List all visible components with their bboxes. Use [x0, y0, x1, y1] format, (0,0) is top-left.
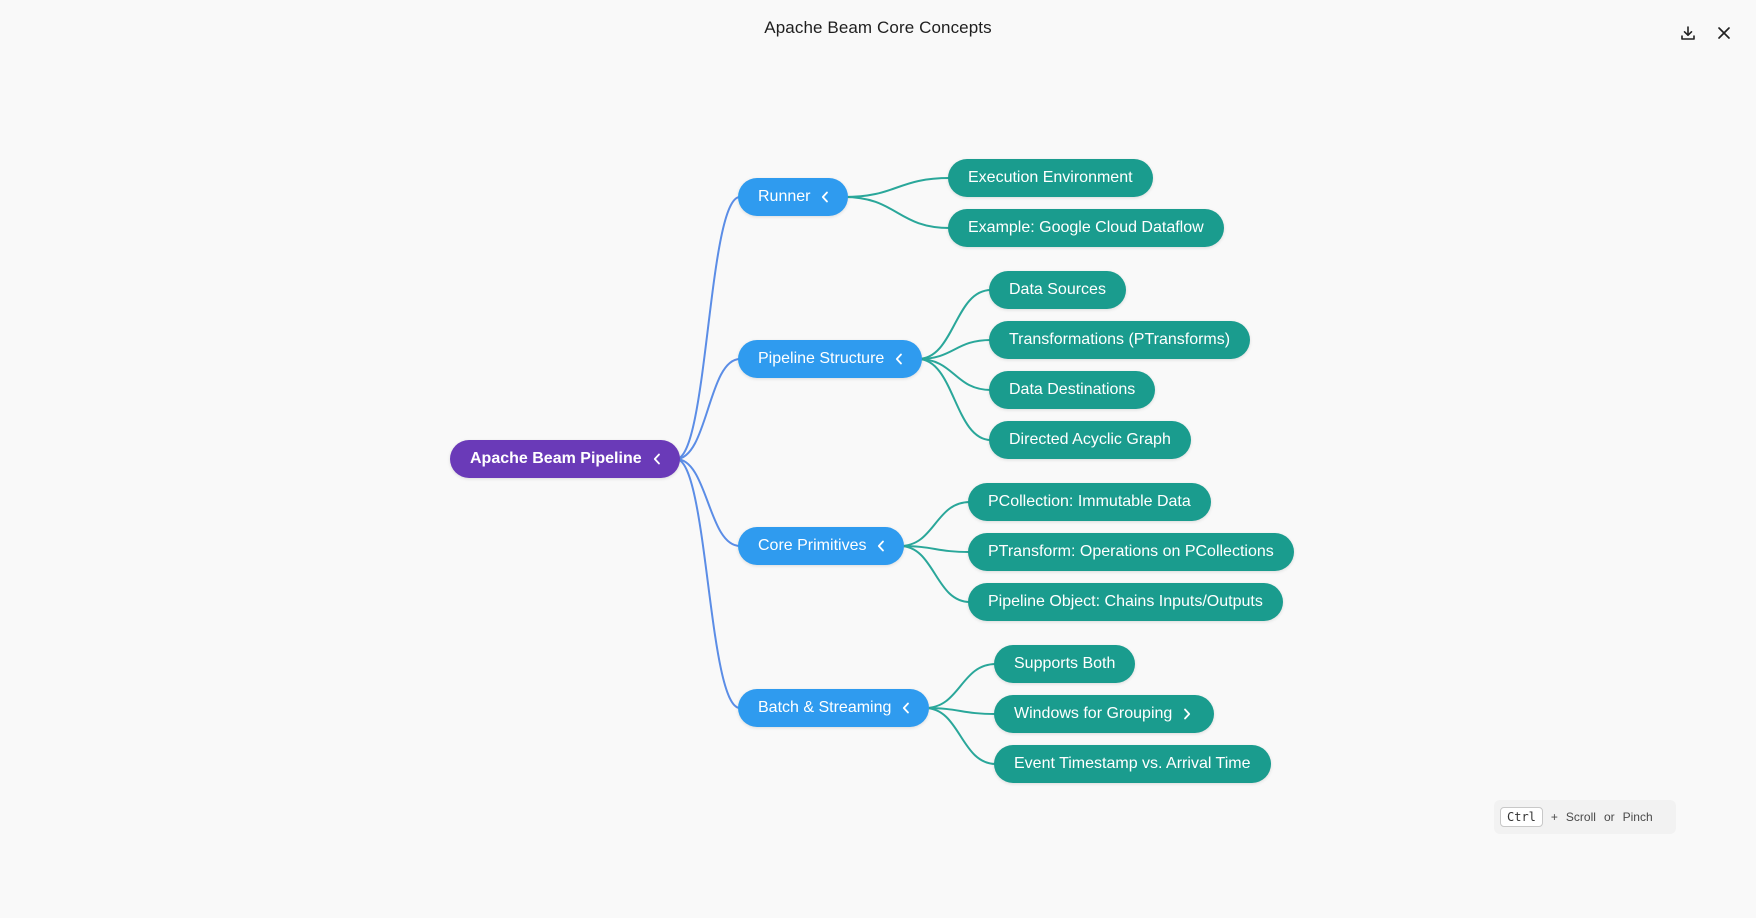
branch-node[interactable]: Runner: [738, 178, 849, 216]
leaf-node[interactable]: Execution Environment: [948, 159, 1153, 197]
leaf-node[interactable]: Pipeline Object: Chains Inputs/Outputs: [968, 583, 1283, 621]
zoom-hint-pinch: Pinch: [1622, 810, 1653, 824]
download-icon: [1681, 26, 1695, 40]
leaf-node[interactable]: Supports Both: [994, 645, 1136, 683]
collapse-chevron-icon[interactable]: [874, 540, 888, 552]
zoom-hint-or: or: [1603, 810, 1615, 824]
branch-node[interactable]: Pipeline Structure: [738, 340, 923, 378]
close-icon: [1718, 27, 1730, 39]
branch-leaf-edge: [917, 339, 992, 360]
leaf-node-label: Transformations (PTransforms): [1009, 331, 1231, 348]
leaf-node[interactable]: Directed Acyclic Graph: [989, 421, 1191, 459]
branch-leaf-edge: [843, 196, 951, 229]
branch-leaf-edge: [899, 545, 971, 553]
branch-leaf-edge: [924, 707, 997, 715]
branch-node-label: Pipeline Structure: [758, 350, 885, 367]
leaf-node[interactable]: Example: Google Cloud Dataflow: [948, 209, 1224, 247]
root-node[interactable]: Apache Beam Pipeline: [450, 440, 680, 478]
collapse-chevron-icon[interactable]: [899, 702, 913, 714]
branch-node-label: Core Primitives: [758, 537, 867, 554]
branch-leaf-edge: [917, 358, 992, 441]
zoom-hint-plus: +: [1550, 810, 1558, 824]
leaf-node-label: Execution Environment: [968, 169, 1133, 186]
branch-leaf-edge: [899, 501, 971, 547]
leaf-node[interactable]: Data Destinations: [989, 371, 1156, 409]
leaf-node-label: Supports Both: [1014, 655, 1116, 672]
branch-node[interactable]: Batch & Streaming: [738, 689, 930, 727]
root-branch-edge: [675, 358, 741, 460]
close-button[interactable]: [1711, 20, 1737, 46]
leaf-node-label: Data Destinations: [1009, 381, 1136, 398]
root-branch-edge: [675, 458, 741, 709]
branch-leaf-edge: [917, 289, 992, 360]
branch-leaf-edge: [924, 663, 997, 709]
leaf-node-label: Example: Google Cloud Dataflow: [968, 219, 1204, 236]
leaf-node[interactable]: Event Timestamp vs. Arrival Time: [994, 745, 1271, 783]
branch-leaf-edge: [924, 707, 997, 765]
zoom-hint: Ctrl + Scroll or Pinch: [1494, 800, 1676, 834]
download-button[interactable]: [1675, 20, 1701, 46]
expand-chevron-icon[interactable]: [1180, 708, 1194, 720]
collapse-chevron-icon[interactable]: [818, 191, 832, 203]
zoom-hint-scroll: Scroll: [1565, 810, 1596, 824]
branch-leaf-edge: [917, 358, 992, 391]
leaf-node-label: Directed Acyclic Graph: [1009, 431, 1171, 448]
page-title: Apache Beam Core Concepts: [764, 18, 992, 37]
leaf-node-label: Event Timestamp vs. Arrival Time: [1014, 755, 1251, 772]
leaf-node[interactable]: Transformations (PTransforms): [989, 321, 1251, 359]
ctrl-key: Ctrl: [1500, 807, 1543, 827]
leaf-node-label: Pipeline Object: Chains Inputs/Outputs: [988, 593, 1263, 610]
collapse-chevron-icon[interactable]: [650, 453, 664, 465]
root-branch-edge: [675, 196, 741, 460]
leaf-node[interactable]: PTransform: Operations on PCollections: [968, 533, 1294, 571]
root-node-label: Apache Beam Pipeline: [470, 450, 642, 467]
leaf-node[interactable]: Data Sources: [989, 271, 1126, 309]
branch-node-label: Runner: [758, 188, 811, 205]
leaf-node-label: Windows for Grouping: [1014, 705, 1173, 722]
leaf-node[interactable]: Windows for Grouping: [994, 695, 1215, 733]
collapse-chevron-icon[interactable]: [892, 353, 906, 365]
branch-leaf-edge: [899, 545, 971, 603]
leaf-node-label: PTransform: Operations on PCollections: [988, 543, 1274, 560]
leaf-node-label: PCollection: Immutable Data: [988, 493, 1191, 510]
root-branch-edge: [675, 458, 741, 547]
leaf-node[interactable]: PCollection: Immutable Data: [968, 483, 1211, 521]
branch-leaf-edge: [843, 177, 951, 198]
branch-node-label: Batch & Streaming: [758, 699, 892, 716]
branch-node[interactable]: Core Primitives: [738, 527, 905, 565]
leaf-node-label: Data Sources: [1009, 281, 1106, 298]
